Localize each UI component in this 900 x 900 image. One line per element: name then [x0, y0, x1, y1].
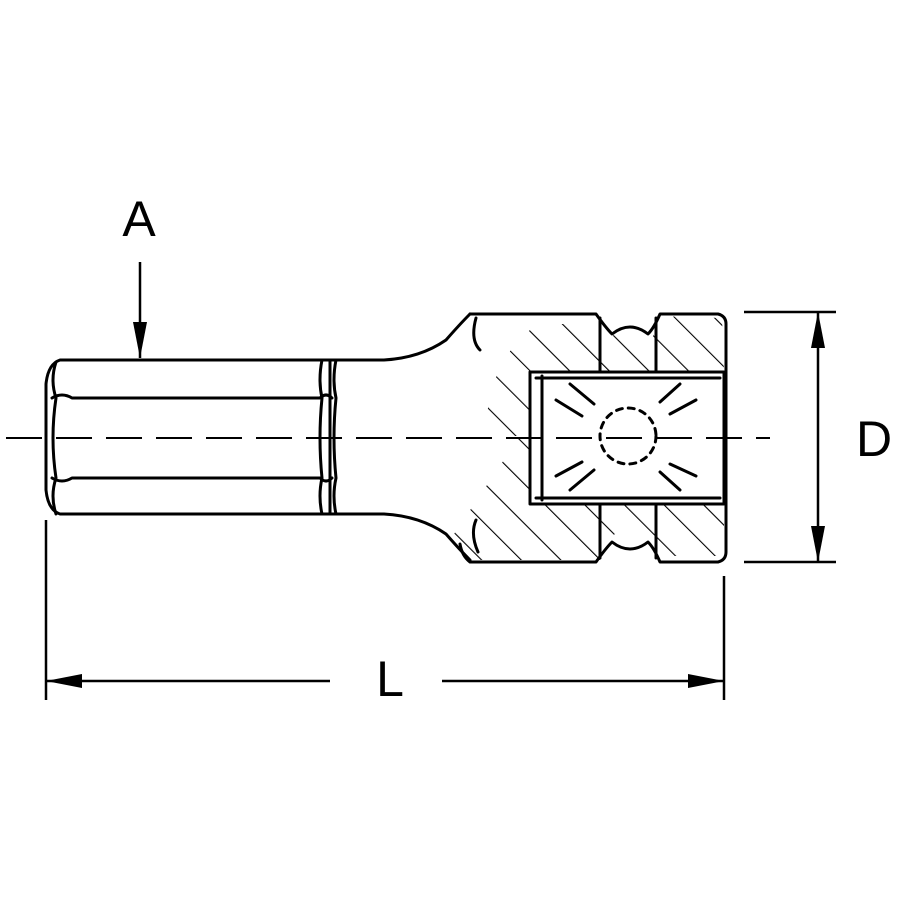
- dimension-a: A: [122, 191, 156, 358]
- hex-bit-flat-upper: [50, 393, 334, 400]
- socket-body-outline: [458, 312, 728, 564]
- ball-detent-hole: [598, 406, 658, 466]
- label-l: L: [376, 651, 404, 707]
- neck-lower: [328, 512, 472, 562]
- drive-corner-lines: [554, 382, 698, 492]
- dimension-l: [44, 520, 726, 700]
- label-a: A: [122, 191, 156, 247]
- hex-bit-flat-lower: [50, 476, 334, 483]
- hex-bit-left-chamfer: [51, 360, 58, 516]
- dimension-d: [744, 310, 836, 564]
- neck-upper: [328, 312, 472, 362]
- socket-inner-curve: [471, 316, 482, 554]
- hex-bit-outline: [44, 358, 332, 516]
- label-d: D: [856, 411, 892, 467]
- ring-groove-lines: [598, 316, 658, 560]
